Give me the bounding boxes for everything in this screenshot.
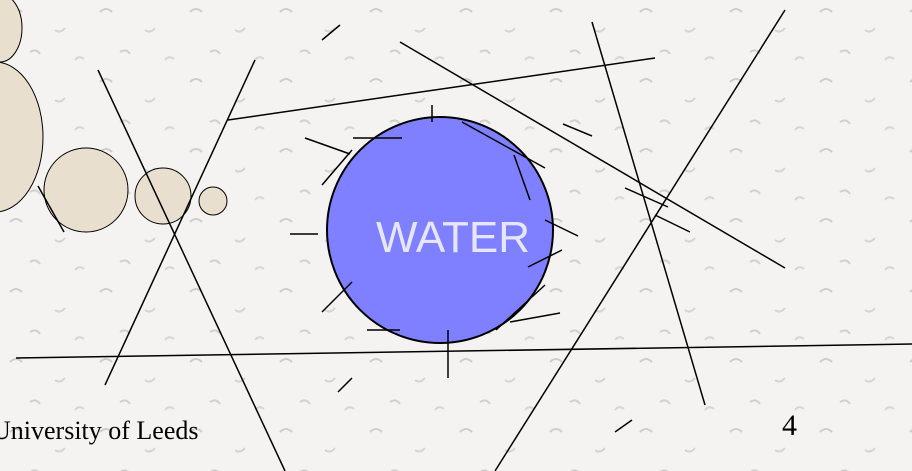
footer-text: University of Leeds [0,416,199,446]
water-label: WATER [376,213,530,262]
bubble-tiny [199,187,227,215]
slide-number: 4 [782,409,797,443]
